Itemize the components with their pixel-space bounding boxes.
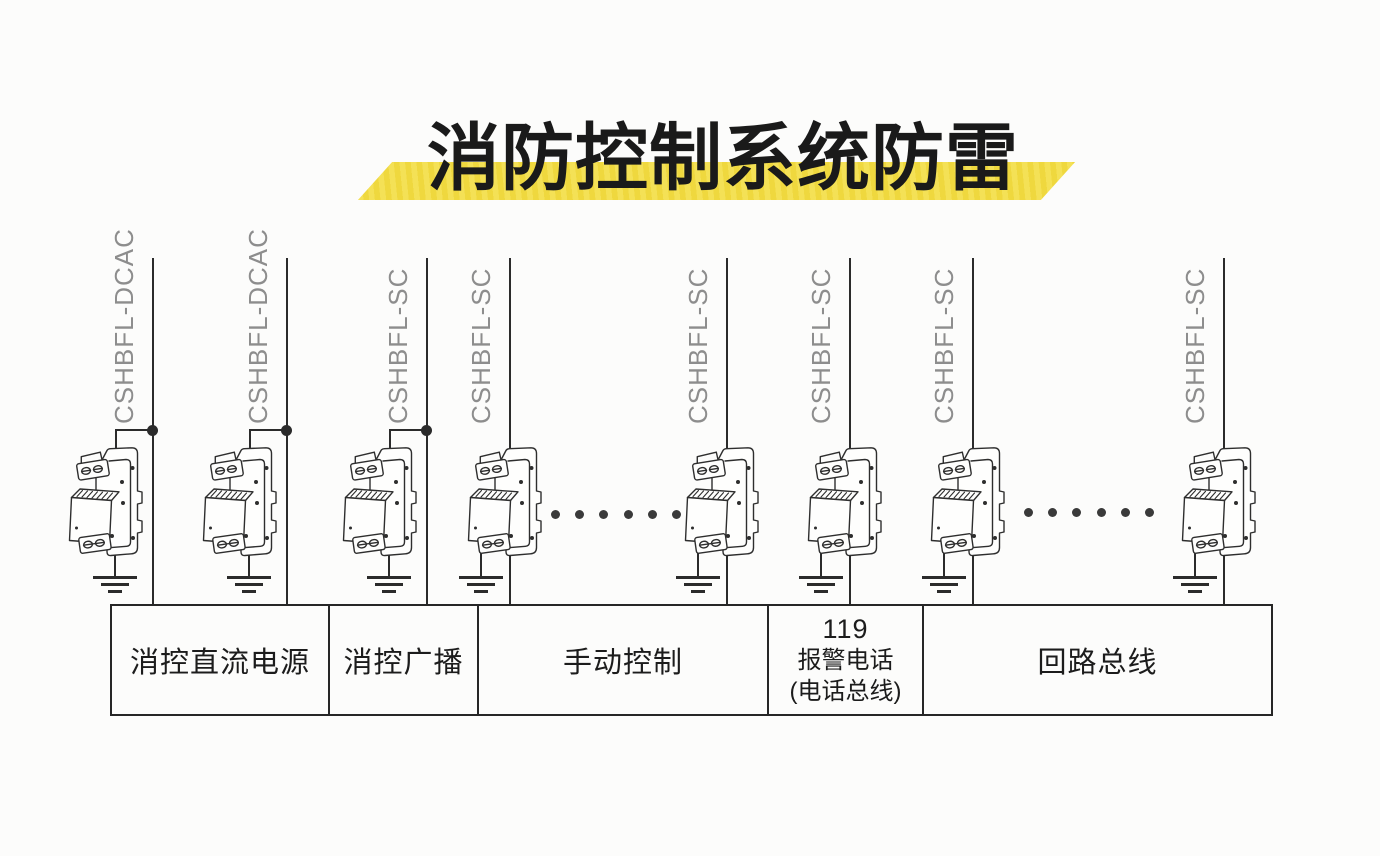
table-cell-alarm-phone: 119 报警电话 (电话总线) xyxy=(767,606,922,714)
surge-protector-device-icon xyxy=(199,446,279,562)
junction-dot-icon xyxy=(147,425,158,436)
channel-label: CSHBFL-DCAC xyxy=(109,228,139,424)
surge-protector-device-icon xyxy=(339,446,419,562)
table-cell-dc-power: 消控直流电源 xyxy=(112,606,328,714)
ground-icon xyxy=(1173,549,1217,595)
table-cell-label: 消控直流电源 xyxy=(129,647,310,679)
channel-label: CSHBFL-SC xyxy=(929,267,959,424)
table-cell-label: (电话总线) xyxy=(789,678,902,706)
channel-label: CSHBFL-SC xyxy=(466,267,496,424)
connector-stub xyxy=(249,429,251,450)
table-cell-label: 报警电话 xyxy=(797,647,894,674)
surge-protector-device-icon xyxy=(1178,446,1258,562)
continuation-dots xyxy=(551,510,681,519)
connector-stub xyxy=(389,429,391,450)
surge-protector-device-icon xyxy=(804,446,884,562)
surge-protector-device-icon xyxy=(681,446,761,562)
bus-line xyxy=(1223,258,1225,604)
table-cell-loop-bus: 回路总线 xyxy=(922,606,1271,714)
channel-label: CSHBFL-SC xyxy=(806,267,836,424)
junction-dot-icon xyxy=(281,425,292,436)
table-cell-label: 手动控制 xyxy=(562,647,683,679)
surge-protector-device-icon xyxy=(464,446,544,562)
bus-line xyxy=(726,258,728,604)
table-cell-broadcast: 消控广播 xyxy=(328,606,477,714)
page-title: 消防控制系统防雷 xyxy=(427,118,1019,199)
ground-icon xyxy=(227,549,271,595)
ground-icon xyxy=(93,549,137,595)
ground-icon xyxy=(799,549,843,595)
channel-label: CSHBFL-DCAC xyxy=(243,228,273,424)
channel-label: CSHBFL-SC xyxy=(383,267,413,424)
ground-icon xyxy=(367,549,411,595)
table-cell-label: 消控广播 xyxy=(343,647,464,679)
table-cell-label: 回路总线 xyxy=(1037,647,1158,679)
channel-label: CSHBFL-SC xyxy=(1180,267,1210,424)
connector-stub xyxy=(115,429,117,450)
ground-icon xyxy=(676,549,720,595)
ground-icon xyxy=(459,549,503,595)
channel-label: CSHBFL-SC xyxy=(683,267,713,424)
system-table: 消控直流电源 消控广播 手动控制 119 报警电话 (电话总线) 回路总线 xyxy=(110,604,1273,716)
connector-stub xyxy=(115,429,154,431)
ground-icon xyxy=(922,549,966,595)
bus-line xyxy=(509,258,511,604)
bus-line xyxy=(972,258,974,604)
junction-dot-icon xyxy=(421,425,432,436)
bus-line xyxy=(849,258,851,604)
connector-stub xyxy=(249,429,288,431)
table-cell-manual-control: 手动控制 xyxy=(477,606,767,714)
surge-protector-device-icon xyxy=(927,446,1007,562)
continuation-dots xyxy=(1024,508,1154,517)
surge-protector-device-icon xyxy=(65,446,145,562)
table-cell-label: 119 xyxy=(822,613,869,644)
connector-stub xyxy=(389,429,428,431)
